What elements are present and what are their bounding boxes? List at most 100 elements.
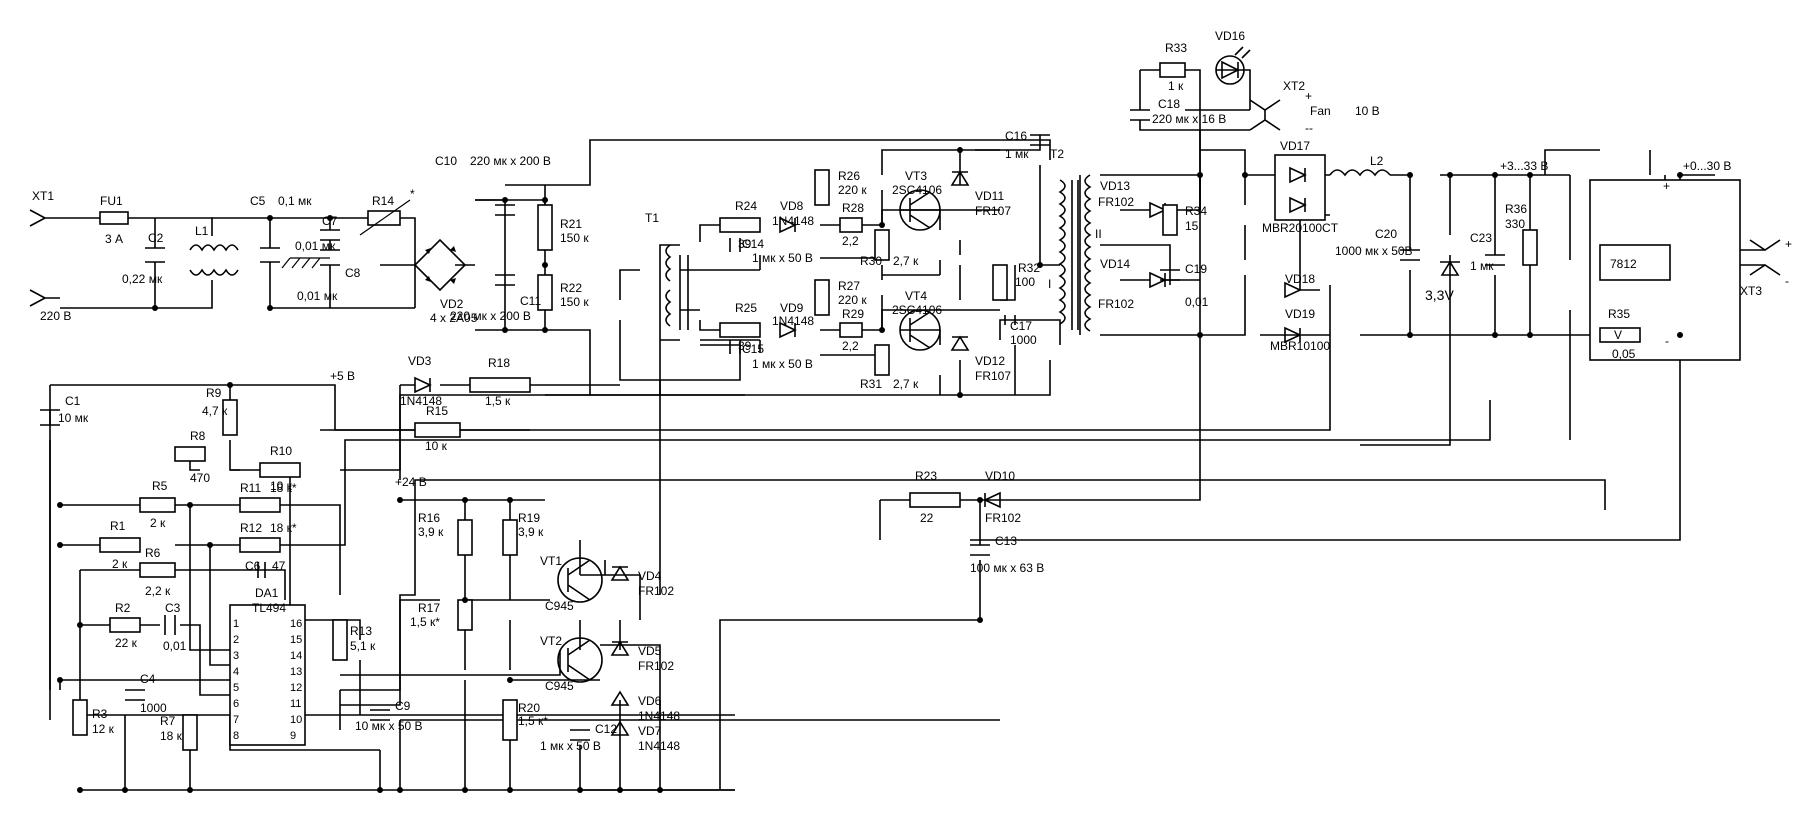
capacitor-c15 xyxy=(729,340,741,354)
label-r32: R32 xyxy=(1018,261,1040,275)
label-c9: C9 xyxy=(395,699,411,713)
label-l1: L1 xyxy=(195,224,209,238)
label-r12: R12 xyxy=(240,521,262,535)
label-t1: T1 xyxy=(645,211,659,225)
resistor-r36 xyxy=(1522,229,1538,266)
label-vd17v: MBR20100CT xyxy=(1262,221,1339,235)
label-r30: R30 xyxy=(860,254,882,268)
resistor-r34 xyxy=(1162,204,1178,236)
capacitor-c13 xyxy=(970,544,990,556)
bridge-vd2 xyxy=(413,238,467,292)
label-c4: C4 xyxy=(140,672,156,686)
diode-vd4 xyxy=(610,565,630,581)
label-c14v: 1 мк x 50 В xyxy=(752,251,813,265)
label-xt3m: - xyxy=(1785,274,1789,288)
label-c2v: 0,22 мк xyxy=(122,272,163,286)
label-c1v: 10 мк xyxy=(58,411,89,425)
resistor-r9 xyxy=(222,399,238,436)
resistor-r27 xyxy=(814,279,830,316)
label-c19v: 0,01 xyxy=(1185,295,1209,309)
resistor-r25 xyxy=(719,322,761,338)
resistor-r22 xyxy=(537,274,553,311)
capacitor-c10 xyxy=(495,204,515,216)
resistor-r15 xyxy=(414,422,461,438)
label-r17: R17 xyxy=(418,601,440,615)
label-r29: R29 xyxy=(842,307,864,321)
label-c23v: 1 мк xyxy=(1470,259,1494,273)
xt3-connector xyxy=(1740,239,1781,276)
junction-dots xyxy=(57,147,1683,793)
label-l2: L2 xyxy=(1370,154,1384,168)
label-r17v: 1,5 к* xyxy=(410,615,440,629)
resistor-r8 xyxy=(174,446,206,462)
label-vd6v: 1N4148 xyxy=(638,709,680,723)
transistor-vt2 xyxy=(557,637,603,683)
capacitor-c6 xyxy=(257,562,266,578)
label-r23v: 22 xyxy=(920,511,934,525)
label-c6v: 47 xyxy=(272,559,286,573)
capacitor-c23 xyxy=(1485,254,1505,266)
label-r28: R28 xyxy=(842,201,864,215)
diode-vd17 xyxy=(1274,154,1326,221)
label-r26: R26 xyxy=(838,169,860,183)
capacitor-c7 xyxy=(320,229,340,241)
label-vd19v: MBR10100 xyxy=(1270,339,1330,353)
resistor-r26 xyxy=(814,169,830,206)
label-r35v: 0,05 xyxy=(1612,347,1636,361)
inductor-l2 xyxy=(1329,169,1391,177)
label-r35s: V xyxy=(1614,328,1622,342)
label-vd3: VD3 xyxy=(408,354,432,368)
label-c17: C17 xyxy=(1010,319,1032,333)
transformer-t1 xyxy=(665,244,689,330)
label-vt3v: 2SC4106 xyxy=(892,183,942,197)
resistor-r33 xyxy=(1159,62,1186,78)
label-r8: R8 xyxy=(190,429,206,443)
diode-vd9 xyxy=(779,321,797,339)
label-vd14v: FR102 xyxy=(1098,297,1134,311)
label-r11v: 18 к* xyxy=(270,481,297,495)
label-r7v: 18 к xyxy=(160,729,183,743)
label-vd12: VD12 xyxy=(975,354,1005,368)
label-p24v: +24 В xyxy=(395,475,427,489)
label-t2: T2 xyxy=(1050,147,1064,161)
label-c7: C7 xyxy=(322,214,338,228)
label-r20: R20 xyxy=(518,701,540,715)
label-c15: C15 xyxy=(742,342,764,356)
label-da1: DA1 xyxy=(255,586,279,600)
label-vd16: VD16 xyxy=(1215,29,1245,43)
da1-pin-11: 11 xyxy=(290,698,301,710)
label-r1: R1 xyxy=(110,519,126,533)
xt2-connector xyxy=(1249,99,1281,131)
label-vd17: VD17 xyxy=(1280,139,1310,153)
chassis-ground xyxy=(281,257,330,269)
label-c7v: 0,01 мк xyxy=(295,239,336,253)
label-c14: C14 xyxy=(742,237,764,251)
resistor-r24 xyxy=(719,217,761,233)
label-vt2v: C945 xyxy=(545,679,574,693)
resistor-r10 xyxy=(259,462,301,478)
resistor-r31 xyxy=(874,344,890,376)
label-r14s: * xyxy=(410,187,415,201)
diode-vd10 xyxy=(983,491,1001,509)
label-v33: 3,3V xyxy=(1425,287,1454,303)
label-vd2: VD2 xyxy=(440,297,464,311)
label-c15v: 1 мк x 50 В xyxy=(752,357,813,371)
transistor-vt1 xyxy=(557,557,603,603)
capacitor-c8 xyxy=(320,249,340,266)
resistor-r1 xyxy=(99,537,141,553)
label-c13: C13 xyxy=(995,534,1017,548)
diode-vd19 xyxy=(1284,326,1302,344)
ic-da1-tl494 xyxy=(229,604,306,746)
label-r3: R3 xyxy=(92,707,108,721)
capacitor-c17 xyxy=(1004,315,1016,325)
label-vd2v: 4 x 2A05 xyxy=(430,311,478,325)
label-r10v: 10 к xyxy=(270,479,293,493)
label-r16: R16 xyxy=(418,511,440,525)
capacitor-c14 xyxy=(729,238,741,252)
label-r18v: 1,5 к xyxy=(485,394,511,408)
label-r19v: 3,9 к xyxy=(518,525,544,539)
da1-pin-13: 13 xyxy=(290,666,302,678)
label-c10: C10 xyxy=(435,154,457,168)
